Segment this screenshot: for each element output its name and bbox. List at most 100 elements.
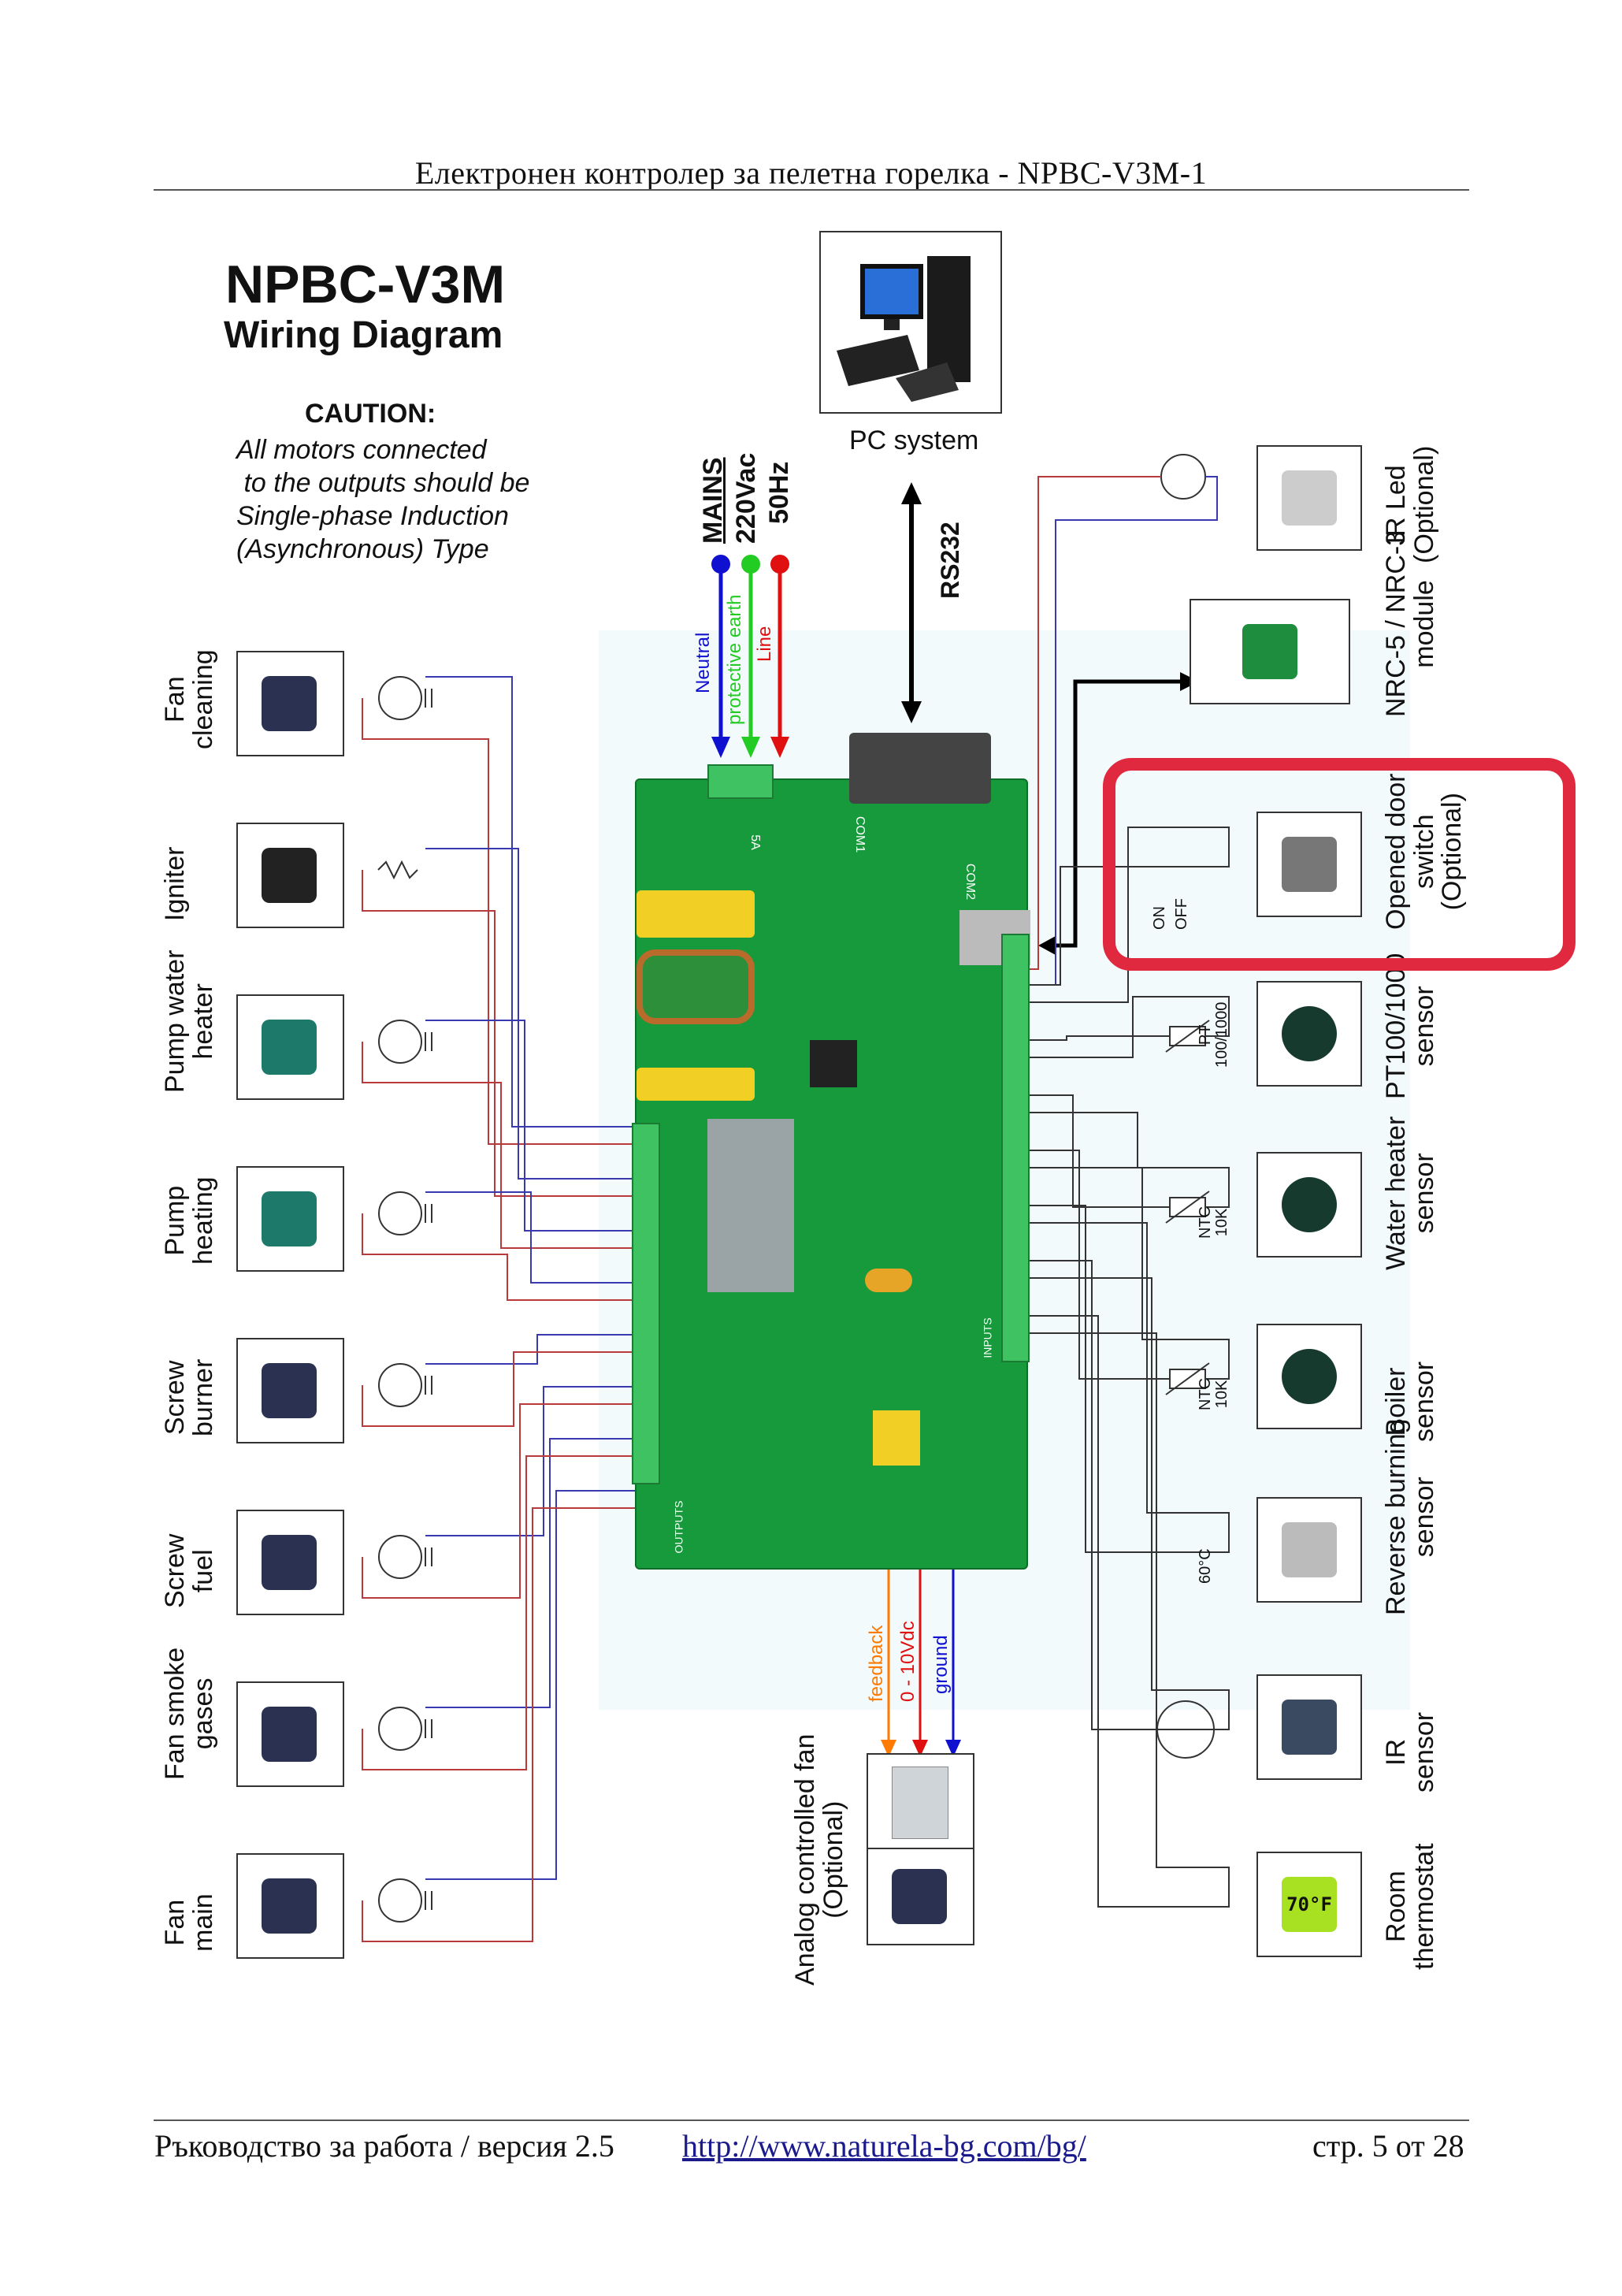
motor-icon [262,1191,317,1246]
input-device-image [1256,1324,1362,1429]
output-device-label: Fan smoke gases [160,1647,218,1780]
footer-manual: Ръководство за работа / версия 2.5 [154,2128,614,2164]
line-label: Line [754,626,775,662]
caution-title: CAUTION: [305,399,436,429]
mains-voltage: 220Vac [731,452,761,544]
sensor-rating-label: NTC 10K [1197,1377,1230,1410]
input-circuit-7 [1026,1260,1230,1759]
input-circuit-3 [1026,996,1230,1058]
transformer [873,1410,920,1466]
output-device-image [236,1681,344,1787]
mains-line-wire [770,555,789,758]
input-device-image [1256,1674,1362,1780]
output-device-label: Pump heating [160,1176,218,1265]
led-icon [1282,470,1337,526]
pc-system-label: PC system [849,425,979,455]
sensor-rating-label: 60°C [1197,1548,1214,1584]
input-terminal-strip [1001,934,1030,1362]
input-device-label: IR sensor [1381,1711,1439,1793]
input-device-label: Room thermostat [1381,1843,1439,1970]
output-terminal-strip [632,1123,660,1484]
output-device-image [236,1853,344,1959]
output-wires [362,676,643,1942]
pc-system-image [819,231,1002,414]
input-circuit-8 [1026,1315,1230,1908]
filter-capacitor [637,890,755,938]
input-device-image [1256,445,1362,551]
footer-rule [154,2120,1469,2121]
diagram-subtitle: Wiring Diagram [224,314,503,356]
thermostat-switch-icon: 70°F [1282,1877,1337,1932]
neutral-label: Neutral [692,632,714,693]
controller-board: 5A COM1 COM2 OUTPUTS INPUTS [632,733,1030,1570]
input-device-label: PT100/1000 sensor [1381,953,1439,1099]
input-circuit-6 [1026,1205,1230,1553]
ir-icon [1282,1700,1337,1755]
diagram-title: NPBC-V3M [225,254,506,314]
analog-fan-image [867,1848,974,1945]
mains-earth-wire [741,555,760,758]
footer-page-number: стр. 5 от 28 [1312,2128,1464,2164]
motor-icon [262,1707,317,1762]
com1-connector [849,733,991,804]
motor-icon [262,1363,317,1418]
choke-coil [637,949,755,1024]
input-device-image [1256,981,1362,1087]
footer-url-link[interactable]: http://www.naturela-bg.com/bg/ [682,2128,1086,2164]
microcontroller-chip [810,1040,857,1087]
output-device-label: Screw fuel [160,1533,218,1608]
thermostat-icon [1282,1522,1337,1577]
output-device-label: Fan cleaning [160,649,218,749]
analog-fan-controller-image [867,1753,974,1851]
thermistor-icon [1282,1177,1337,1232]
output-device-image [236,1510,344,1615]
motor-icon [262,1878,317,1934]
output-circuit-7 [362,1490,643,1942]
thermistor-icon [1282,1006,1337,1061]
input-device-image: 70°F [1256,1852,1362,1957]
mains-terminal-block [707,764,774,799]
mains-title: MAINS [698,457,728,544]
output-device-label: Fan main [160,1893,218,1952]
input-device-image [1190,599,1350,704]
page-header: Електронен контролер за пелетна горелка … [414,155,1208,191]
input-device-label: Water heater sensor [1381,1116,1439,1270]
output-device-label: Igniter [160,846,190,922]
mains-neutral-wire [711,555,730,758]
output-device-image [236,1166,344,1272]
output-circuit-6 [362,1438,643,1770]
input-device-label: NRC-5 / NRC-3 module [1381,530,1439,717]
relay-block [707,1119,794,1292]
computer-icon [837,256,971,402]
output-device-label: Screw burner [160,1358,218,1436]
mains-frequency: 50Hz [764,461,794,524]
output-circuit-5 [362,1386,643,1599]
input-circuit-2 [1026,827,1230,1003]
input-device-image [1256,812,1362,917]
com1-label: COM1 [853,815,867,853]
capacitor [865,1269,912,1292]
input-wires [1026,454,1230,1908]
fan-icon [892,1869,947,1924]
input-device-label: Reverse burning sensor [1381,1418,1439,1615]
outputs-tag: OUTPUTS [672,1500,685,1554]
input-device-image [1256,1152,1362,1258]
vdc-label: 0 - 10Vdc [897,1621,919,1702]
output-device-image [236,1338,344,1443]
output-circuit-1 [362,848,643,1197]
output-circuit-3 [362,1191,643,1301]
output-circuit-4 [362,1334,643,1427]
switch-icon [1282,837,1337,892]
output-device-image [236,651,344,756]
rs232-label: RS232 [936,522,964,599]
input-circuit-4 [1026,1094,1230,1224]
analog-fan-label-text: Analog controlled fan (Optional) [790,1733,848,1986]
caution-text: All motors connected to the outputs shou… [236,435,530,564]
output-device-label: Pump water heater [160,949,218,1093]
motor-icon [262,1020,317,1075]
module-icon [1242,624,1297,679]
rs232-arrow [901,482,922,723]
input-circuit-5 [1026,1150,1230,1395]
thermistor-icon [1282,1349,1337,1404]
